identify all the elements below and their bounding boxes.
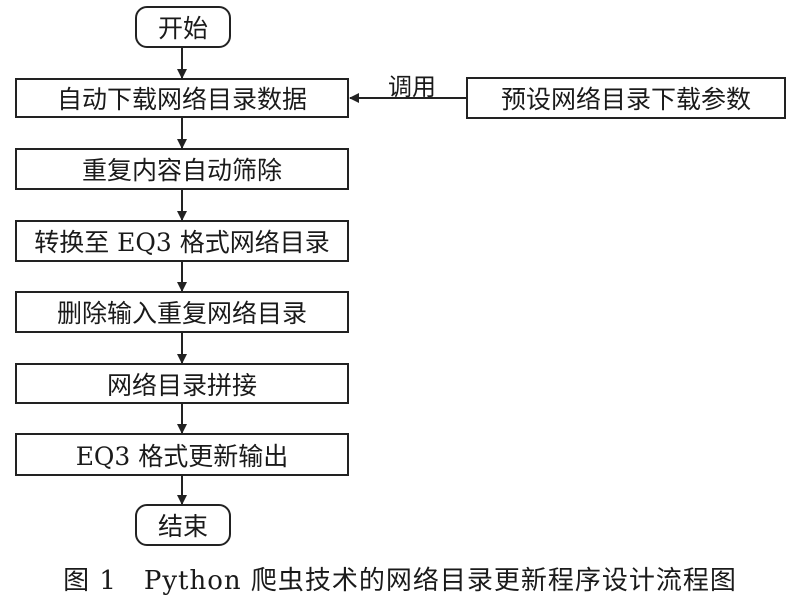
start-label: 开始 <box>157 14 208 43</box>
end-terminal: 结束 <box>135 504 231 546</box>
figure-caption: 图 1 Python 爬虫技术的网络目录更新程序设计流程图 <box>63 566 737 596</box>
step-label: 删除输入重复网络目录 <box>56 299 307 328</box>
step-label: 重复内容自动筛除 <box>81 156 282 185</box>
step-delete-duplicate-input: 删除输入重复网络目录 <box>15 291 349 333</box>
step-label: 转换至 EQ3 格式网络目录 <box>34 228 330 257</box>
side-input-label: 预设网络目录下载参数 <box>500 85 751 114</box>
step-eq3-update-output: EQ3 格式更新输出 <box>15 433 349 476</box>
step-label: 自动下载网络目录数据 <box>56 85 307 114</box>
side-input-preset-parameters: 预设网络目录下载参数 <box>466 77 786 119</box>
step-label: 网络目录拼接 <box>106 370 257 400</box>
step-download-catalog-data: 自动下载网络目录数据 <box>15 78 349 118</box>
invoke-edge-label: 调用 <box>388 73 436 101</box>
step-catalog-concatenation: 网络目录拼接 <box>15 363 349 404</box>
step-convert-to-eq3: 转换至 EQ3 格式网络目录 <box>15 220 349 262</box>
end-label: 结束 <box>157 512 208 541</box>
start-terminal: 开始 <box>135 6 231 48</box>
step-remove-duplicate-content: 重复内容自动筛除 <box>15 148 349 190</box>
step-label: EQ3 格式更新输出 <box>75 441 289 471</box>
